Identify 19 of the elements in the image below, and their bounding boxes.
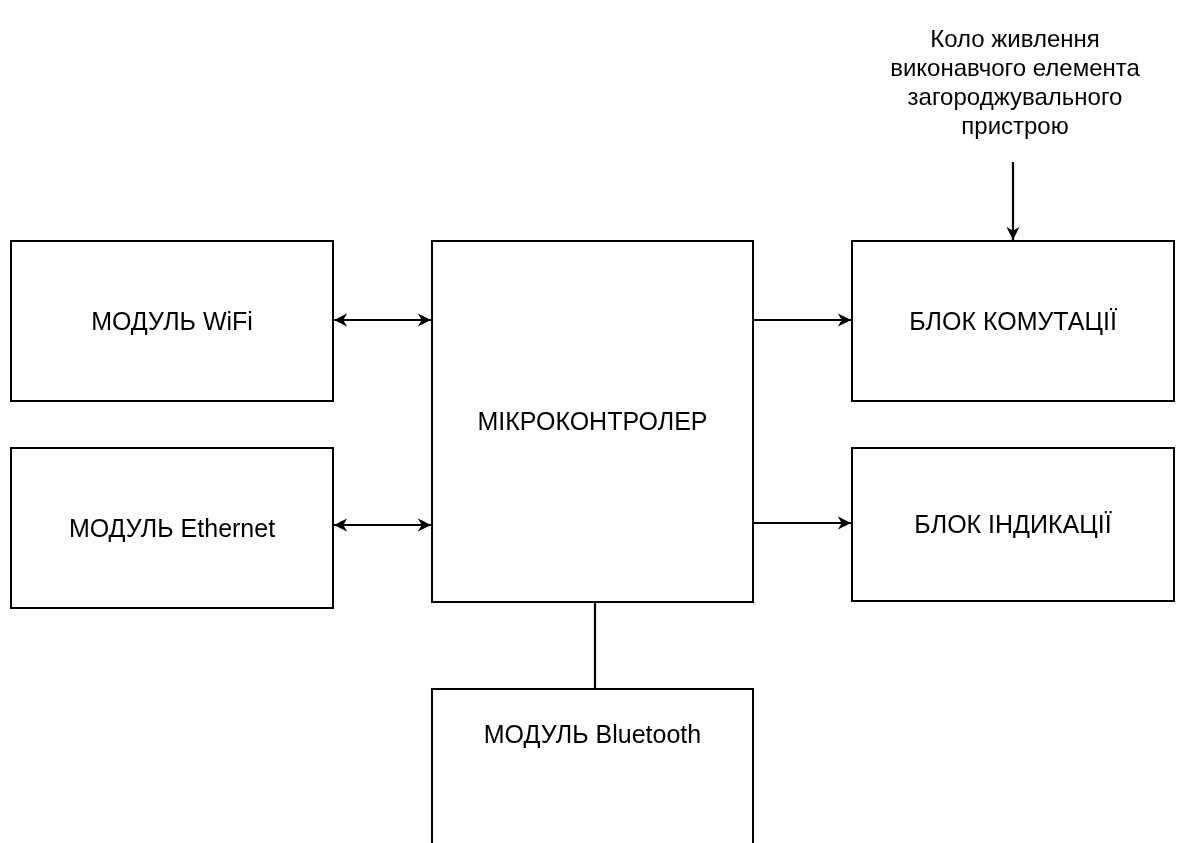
arrow bbox=[754, 313, 851, 327]
annotation-text: Коло живлення виконавчого елемента загороджувального пристрою bbox=[889, 24, 1141, 140]
block-label: МОДУЛЬ WiFi bbox=[91, 306, 253, 336]
block-box bbox=[10, 240, 334, 402]
arrow bbox=[334, 313, 431, 327]
block-box bbox=[431, 688, 754, 843]
block-box bbox=[851, 240, 1175, 402]
arrow bbox=[1006, 162, 1020, 240]
block-label: БЛОК ІНДИКАЦІЇ bbox=[914, 510, 1112, 539]
block-box bbox=[10, 447, 334, 609]
block-box bbox=[851, 447, 1175, 602]
connector-line bbox=[593, 603, 597, 688]
arrow bbox=[754, 516, 851, 530]
block-label: МІКРОКОНТРОЛЕР bbox=[477, 407, 708, 436]
block-box bbox=[431, 240, 754, 603]
block-label: БЛОК КОМУТАЦІЇ bbox=[909, 306, 1117, 336]
block-label: МОДУЛЬ Bluetooth bbox=[483, 720, 702, 749]
arrow bbox=[334, 518, 431, 532]
block-label: МОДУЛЬ Ethernet bbox=[68, 513, 276, 543]
